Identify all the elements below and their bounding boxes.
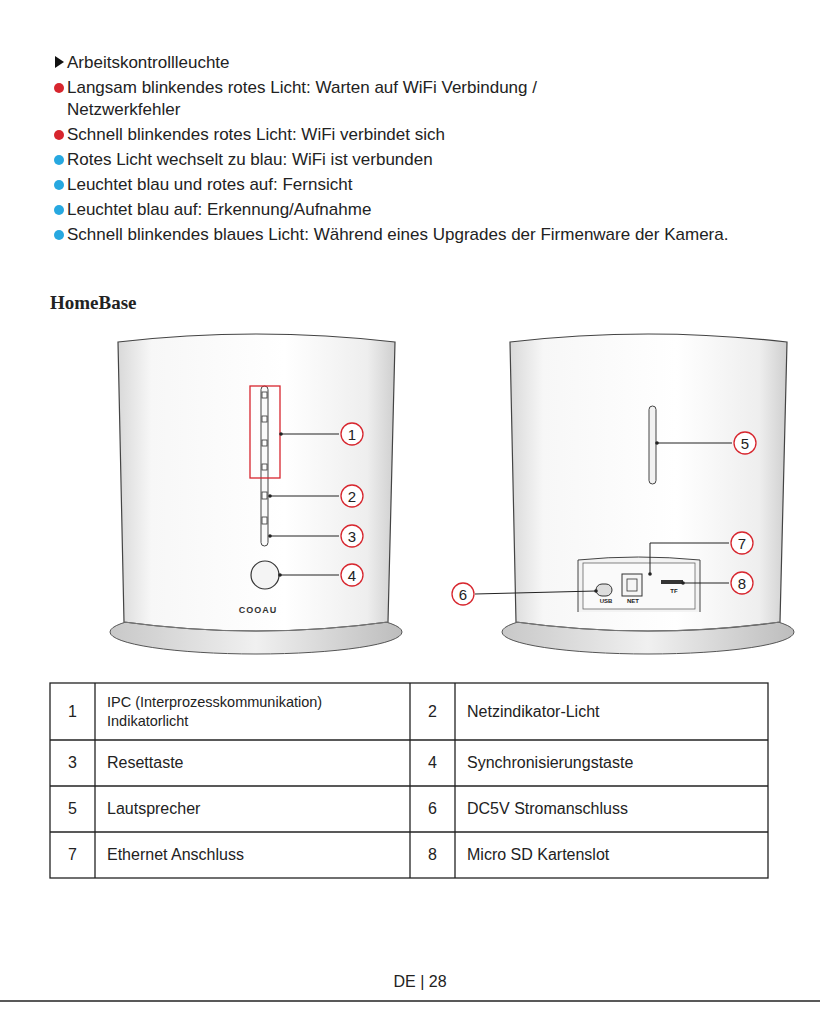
table-text: Resettaste — [95, 753, 191, 773]
table-number: 6 — [428, 799, 437, 819]
callout-number: 4 — [341, 564, 363, 586]
table-cell: 7 — [50, 832, 95, 878]
status-item: Schnell blinkendes rotes Licht: WiFi ver… — [67, 124, 747, 146]
callout-number: 1 — [341, 423, 363, 445]
table-cell: 4 — [410, 740, 455, 786]
callout-text: 6 — [459, 587, 467, 602]
table-cell: Resettaste — [95, 740, 410, 786]
port-label: TF — [666, 588, 682, 594]
table-text: Synchronisierungstaste — [455, 753, 641, 773]
callout-number: 7 — [731, 532, 753, 554]
table-number: 7 — [68, 845, 77, 865]
port-label: USB — [595, 598, 617, 604]
status-item: Langsam blinkendes rotes Licht: Warten a… — [67, 77, 627, 121]
blue-dot — [54, 205, 64, 215]
callout-text: 1 — [348, 427, 356, 442]
table-number: 5 — [68, 799, 77, 819]
status-item: Leuchtet blau auf: Erkennung/Aufnahme — [67, 199, 747, 221]
blue-dot — [54, 230, 64, 240]
table-cell: 2 — [410, 683, 455, 740]
port-label: NET — [622, 598, 644, 604]
table-cell: Synchronisierungstaste — [455, 740, 768, 786]
callout-number: 5 — [734, 432, 756, 454]
table-cell: 5 — [50, 786, 95, 832]
bullet-triangle — [55, 56, 64, 68]
table-cell: DC5V Stromanschluss — [455, 786, 768, 832]
table-number: 1 — [68, 702, 77, 722]
red-dot — [54, 130, 64, 140]
table-cell: Lautsprecher — [95, 786, 410, 832]
blue-dot — [54, 155, 64, 165]
callout-number: 6 — [452, 583, 474, 605]
table-cell: 6 — [410, 786, 455, 832]
callout-number: 3 — [341, 525, 363, 547]
callout-text: 2 — [348, 489, 356, 504]
table-text: Ethernet Anschluss — [95, 845, 252, 865]
status-item: Schnell blinkendes blaues Licht: Während… — [67, 224, 757, 246]
callout-text: 7 — [738, 536, 746, 551]
table-cell: 3 — [50, 740, 95, 786]
callout-text: 5 — [741, 436, 749, 451]
table-number: 8 — [428, 845, 437, 865]
red-dot — [54, 83, 64, 93]
status-heading: Arbeitskontrollleuchte — [67, 52, 667, 74]
callout-text: 8 — [738, 576, 746, 591]
footer-rule — [0, 1000, 820, 1001]
table-cell: Netzindikator-Licht — [455, 683, 768, 740]
table-text: IPC (Interprozesskommunikation) Indikato… — [95, 693, 410, 729]
callout-circles — [341, 423, 756, 605]
page-number: DE | 28 — [380, 972, 460, 993]
table-number: 2 — [428, 702, 437, 722]
brand-logo: COOAU — [228, 605, 288, 617]
section-heading: HomeBase — [50, 292, 137, 314]
status-item: Rotes Licht wechselt zu blau: WiFi ist v… — [67, 149, 747, 171]
table-cell: Ethernet Anschluss — [95, 832, 410, 878]
callout-text: 3 — [348, 529, 356, 544]
table-cell: Micro SD Kartenslot — [455, 832, 768, 878]
callout-number: 8 — [731, 572, 753, 594]
table-cell: IPC (Interprozesskommunikation) Indikato… — [95, 683, 410, 740]
table-text: Netzindikator-Licht — [455, 702, 608, 722]
homebase-front — [110, 334, 402, 654]
table-number: 4 — [428, 753, 437, 773]
table-cell: 8 — [410, 832, 455, 878]
callout-number: 2 — [341, 485, 363, 507]
table-text: Micro SD Kartenslot — [455, 845, 617, 865]
table-text: Lautsprecher — [95, 799, 208, 819]
table-cell: 1 — [50, 683, 95, 740]
blue-dot — [54, 180, 64, 190]
homebase-back — [502, 334, 794, 654]
table-grid — [50, 683, 768, 878]
leader-lines — [270, 434, 732, 594]
status-item: Leuchtet blau und rotes auf: Fernsicht — [67, 174, 747, 196]
callout-text: 4 — [348, 568, 356, 583]
table-text: DC5V Stromanschluss — [455, 799, 636, 819]
table-number: 3 — [68, 753, 77, 773]
